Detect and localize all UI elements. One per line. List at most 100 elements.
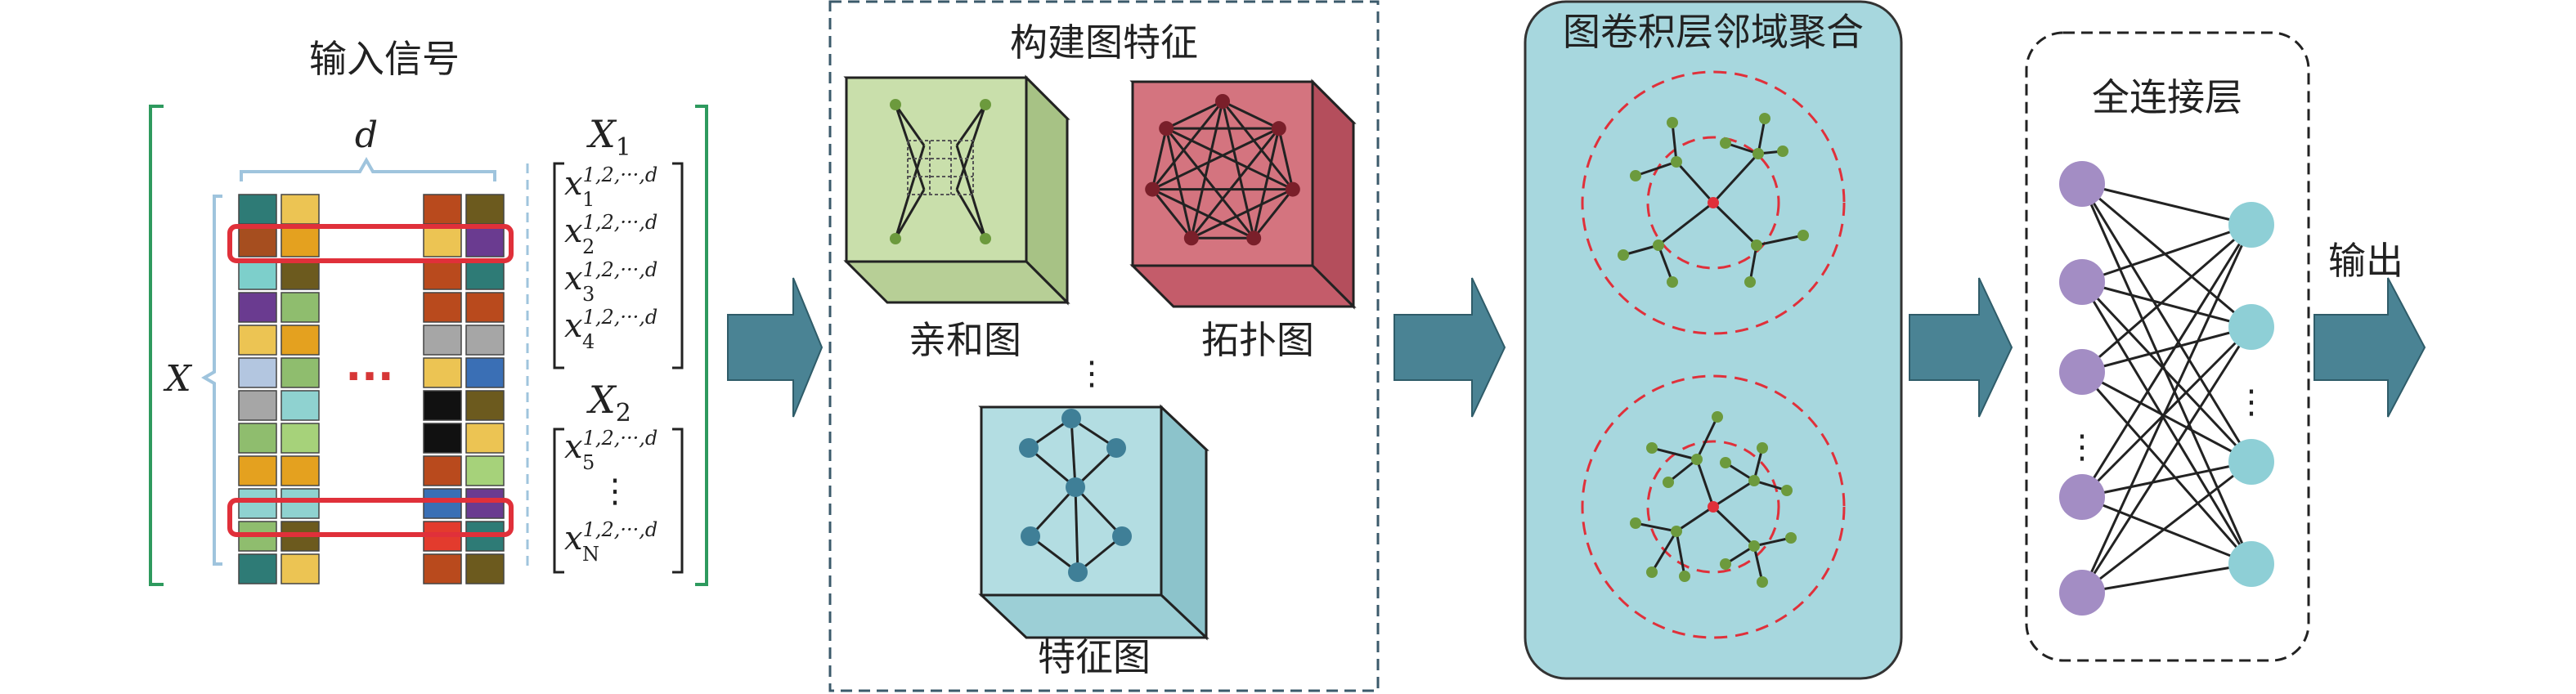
fc-input-node — [2059, 474, 2105, 520]
column-ellipsis: ··· — [345, 352, 393, 401]
group1-label: X1 — [586, 112, 631, 162]
group1-bracket-right — [672, 162, 684, 369]
topology-node — [1285, 181, 1300, 197]
fc-connection — [2081, 223, 2252, 284]
topology-edge — [1222, 100, 1280, 130]
fc-connection — [2081, 370, 2252, 463]
matrix-cell — [280, 325, 320, 356]
fully-connected-section: 全连接层 ⋮ ⋮ — [2025, 31, 2310, 662]
topology-node — [1145, 181, 1160, 197]
matrix-cell — [465, 390, 505, 421]
fc-connection — [2081, 280, 2252, 329]
affinity-graph-nodes — [890, 99, 991, 244]
fc-connection — [2081, 223, 2252, 374]
topology-edge — [1165, 128, 1255, 240]
group2-label: X2 — [586, 378, 631, 428]
graph-construction-vdots: ⋮ — [1075, 355, 1108, 392]
output-label: 输出 — [2328, 239, 2403, 283]
topology-node — [1246, 231, 1262, 246]
fc-connection — [2080, 224, 2253, 498]
signal-matrix — [238, 194, 505, 584]
fc-connection — [2080, 326, 2253, 593]
fc-connection — [2081, 325, 2252, 374]
topology-graph-cube — [1129, 78, 1357, 310]
fc-connection — [2081, 562, 2252, 594]
fc-input-node — [2059, 570, 2105, 616]
matrix-cell — [238, 553, 277, 584]
matrix-cell — [465, 259, 505, 290]
fc-connection — [2080, 280, 2253, 463]
fc-connection — [2081, 182, 2252, 226]
matrix-cell — [238, 194, 277, 225]
aggregation-graph-top — [1581, 70, 1846, 335]
matrix-cell — [465, 357, 505, 388]
fc-input-vdots: ⋮ — [2066, 428, 2098, 466]
aggregation-panel — [1524, 0, 1903, 680]
topology-edge — [1165, 128, 1193, 239]
topology-node — [1215, 94, 1230, 109]
matrix-cell — [280, 390, 320, 421]
matrix-cell — [280, 194, 320, 225]
fc-output-node — [2228, 202, 2274, 248]
fc-connection — [2080, 183, 2253, 565]
matrix-cell — [238, 226, 277, 257]
arrow-4 — [2313, 277, 2426, 418]
matrix-cell — [465, 455, 505, 486]
matrix-cell — [238, 259, 277, 290]
fc-connection — [2080, 371, 2253, 565]
arrow-2 — [1393, 277, 1506, 418]
matrix-cell — [423, 292, 462, 323]
matrix-cell — [423, 226, 462, 257]
matrix-cell — [423, 194, 462, 225]
dimension-label: d — [355, 114, 378, 156]
fc-connection — [2081, 460, 2252, 499]
topology-node — [1271, 121, 1286, 137]
affinity-graph-edges — [894, 104, 987, 240]
topology-edge — [1221, 101, 1255, 239]
input-title: 输入信号 — [309, 37, 460, 81]
topology-node — [1159, 121, 1174, 137]
fc-input-node — [2059, 349, 2105, 395]
fc-connection — [2080, 325, 2253, 499]
fc-connection — [2080, 224, 2253, 593]
feature-graph-cube — [978, 404, 1209, 641]
fc-connection — [2080, 183, 2253, 463]
matrix-cell — [238, 292, 277, 323]
matrix-cell — [280, 259, 320, 290]
topology-edge — [1151, 101, 1224, 190]
matrix-cell — [423, 553, 462, 584]
topology-edge — [1190, 101, 1224, 239]
fc-connection — [2080, 281, 2253, 565]
feature-graph-nodes — [1019, 409, 1132, 582]
matrix-cell — [280, 488, 320, 519]
matrix-cell — [238, 357, 277, 388]
matrix-cell — [423, 423, 462, 454]
fc-output-node — [2228, 304, 2274, 350]
matrix-cell — [280, 423, 320, 454]
topology-edge — [1165, 127, 1294, 190]
topology-edge — [1151, 188, 1254, 240]
matrix-cell — [465, 488, 505, 519]
topology-graph — [1145, 94, 1300, 246]
fully-connected-title: 全连接层 — [2092, 75, 2242, 119]
highlight-row-bottom — [227, 498, 514, 537]
group1-bracket-left — [553, 162, 564, 369]
group2-bracket-right — [672, 428, 684, 574]
topology-edge — [1277, 128, 1295, 190]
topology-node — [1183, 231, 1199, 246]
fc-output-node — [2228, 439, 2274, 485]
right-group-bracket — [695, 105, 708, 586]
matrix-cell — [465, 194, 505, 225]
aggregation-graph-bottom — [1581, 374, 1846, 639]
matrix-cell — [423, 325, 462, 356]
arrow-1 — [727, 277, 824, 418]
matrix-label: X — [163, 358, 192, 400]
fc-input-node — [2059, 161, 2105, 207]
